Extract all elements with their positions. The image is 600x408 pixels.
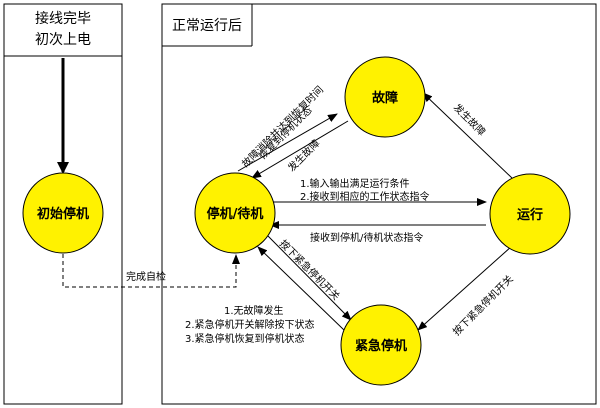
node-fault: 故障 [344,56,426,138]
edge-fault-to-stop [251,120,349,179]
node-running: 运行 [489,173,571,255]
node-initial-stop: 初始停机 [22,172,104,254]
node-emergency-stop-label: 紧急停机 [355,338,407,354]
edge-stop-to-emergency [267,235,352,321]
left-panel-border [3,3,123,405]
left-panel: 接线完毕 初次上电 [3,3,123,405]
edge-running-to-fault [422,92,513,179]
node-initial-stop-label: 初始停机 [37,206,89,222]
node-emergency-stop: 紧急停机 [340,304,422,386]
label-start-cond-2: 2.接收到相应的工作状态指令 [300,190,430,203]
right-panel: 正常运行后 [161,3,597,405]
label-start-cond-1: 1.输入输出满足运行条件 [300,177,410,190]
left-panel-title-line2: 初次上电 [35,31,91,48]
self-check-edge [62,254,240,288]
right-panel-border [161,3,597,405]
left-panel-title-line1: 接线完毕 [35,10,91,27]
node-stop-standby-label: 停机/待机 [207,206,264,222]
right-panel-title: 正常运行后 [172,18,242,34]
node-fault-label: 故障 [372,90,398,106]
label-fault-occurs-right: 发生故障 [451,101,488,138]
node-running-label: 运行 [517,207,543,223]
node-fault-circle [344,56,426,138]
node-emergency-stop-circle [340,304,422,386]
edge-stop-to-fault [237,113,338,172]
edge-running-to-emergency [417,245,513,331]
label-press-estop-right: 按下紧急停机开关 [450,272,516,338]
node-stop-standby-circle [194,172,276,254]
label-recover-3: 3.紧急停机恢复到停机状态 [185,332,305,345]
node-stop-standby: 停机/待机 [194,172,276,254]
node-initial-stop-circle [22,172,104,254]
label-fault-cleared-line1: 故障消除并达到恢复时间 [239,83,326,170]
label-recover-2: 2.紧急停机开关解除按下状态 [185,318,315,331]
node-running-circle [489,173,571,255]
self-check-label: 完成自检 [126,270,166,283]
label-press-estop-left: 按下紧急停机开关 [277,237,343,303]
edge-emergency-to-stop [257,246,345,331]
label-recover-1: 1.无故障发生 [224,304,284,317]
label-receive-stop-cmd: 接收到停机/待机状态指令 [310,231,423,244]
